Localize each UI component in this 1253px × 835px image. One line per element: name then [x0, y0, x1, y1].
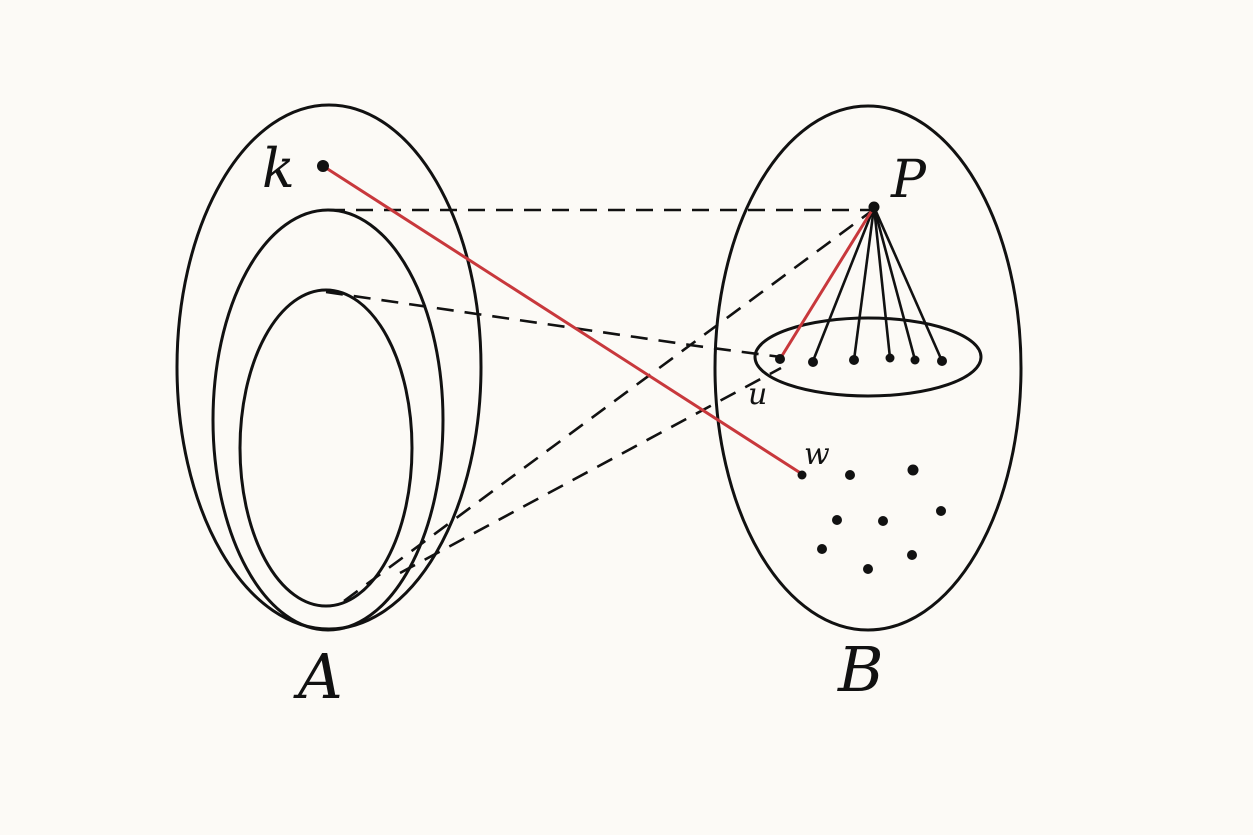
label-w: w — [804, 437, 830, 472]
neighborhood-dot — [910, 355, 920, 365]
highlight-edges — [322, 164, 876, 476]
red-edge-p-to-u — [778, 206, 876, 360]
neighborhood-dot — [849, 355, 859, 365]
set-a-inner-ellipse — [238, 288, 414, 608]
scatter-dot — [863, 564, 873, 574]
set-a-outer-ellipse — [175, 103, 483, 631]
neighborhood-dot — [937, 356, 947, 366]
label-k: k — [262, 137, 295, 200]
fan-lines — [811, 206, 944, 362]
set-b-outer-ellipse — [713, 104, 1023, 632]
fan-line — [872, 206, 917, 361]
neighborhood-dot — [885, 353, 895, 363]
fan-line — [811, 206, 876, 362]
point-w-dot — [797, 470, 807, 480]
label-set-a: A — [293, 640, 343, 713]
fan-line — [852, 206, 876, 361]
point-k-dot — [317, 160, 329, 172]
scatter-dot — [936, 506, 946, 516]
neighborhood-ellipse — [753, 316, 983, 398]
fan-line — [872, 206, 892, 359]
dashed-line-a-bottom-to-u — [399, 366, 782, 575]
dashed-connections — [325, 208, 874, 603]
dashed-line-a-inner-to-u — [325, 290, 782, 359]
label-u: u — [748, 377, 767, 412]
red-edge-k-to-w — [322, 164, 803, 476]
scatter-dot — [907, 550, 917, 560]
scatter-dot — [907, 464, 919, 476]
scatter-dot — [845, 470, 855, 480]
scatter-dot — [832, 515, 842, 525]
scatter-dot — [817, 544, 827, 554]
point-p-dot — [868, 201, 880, 213]
fan-line — [872, 206, 944, 362]
label-p: P — [890, 150, 927, 210]
points — [317, 160, 947, 574]
label-set-b: B — [837, 633, 884, 706]
dashed-line-a-bottom-to-p — [343, 208, 874, 603]
neighborhood-dot — [808, 357, 818, 367]
point-u-dot — [775, 354, 785, 364]
scatter-dot — [878, 516, 888, 526]
